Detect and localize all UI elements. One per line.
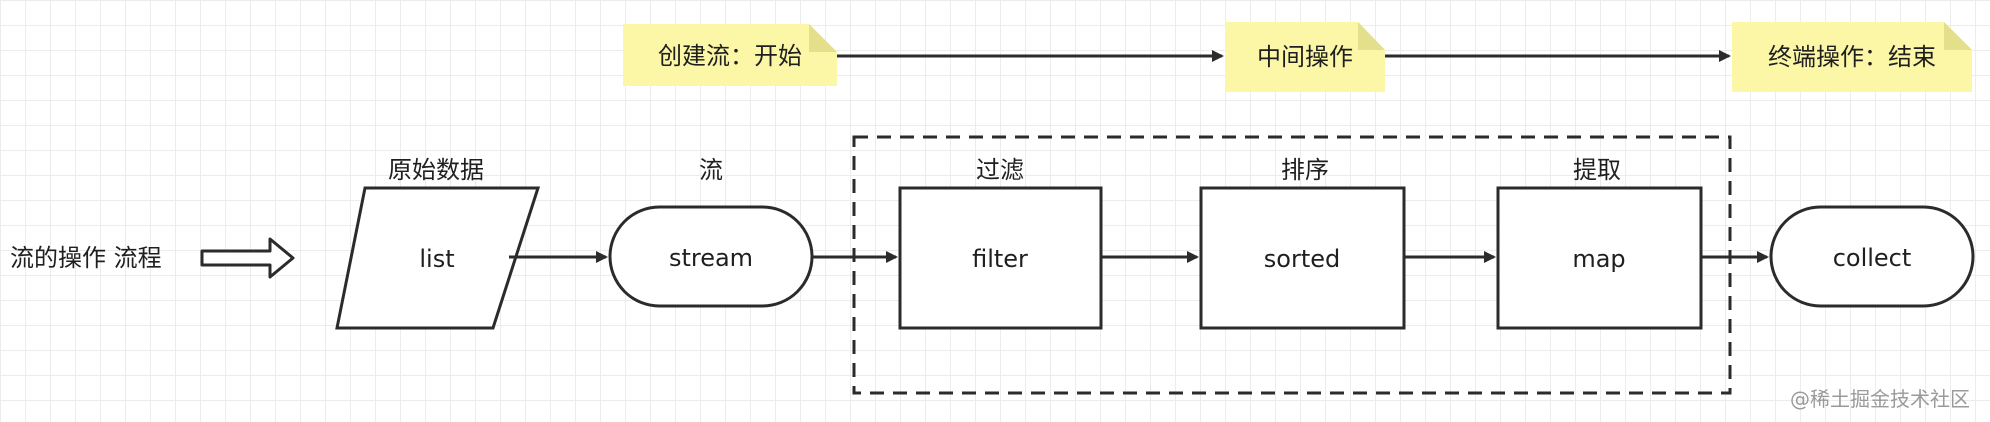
node-sorted: sorted	[1199, 186, 1406, 330]
note-terminal-ops-text: 终端操作：结束	[1768, 43, 1936, 71]
node-list-text: list	[419, 245, 454, 273]
header-sorted: 排序	[1281, 156, 1329, 184]
header-source-data: 原始数据	[388, 156, 484, 184]
node-filter: filter	[898, 186, 1103, 330]
note-create-stream-text: 创建流：开始	[658, 42, 802, 70]
flow-title-label: 流的操作 流程	[10, 244, 162, 272]
node-stream-text: stream	[669, 244, 753, 272]
watermark-text: @稀土掘金技术社区	[1790, 387, 1970, 411]
header-map: 提取	[1573, 156, 1621, 184]
node-collect-text: collect	[1833, 244, 1912, 272]
hollow-arrow-icon	[200, 237, 295, 279]
note-terminal-ops: 终端操作：结束	[1732, 22, 1972, 92]
note-middle-ops-text: 中间操作	[1257, 43, 1353, 71]
node-list: list	[335, 186, 541, 330]
node-sorted-text: sorted	[1264, 245, 1340, 273]
node-collect: collect	[1769, 205, 1975, 308]
header-stream: 流	[699, 156, 723, 184]
node-map: map	[1496, 186, 1703, 330]
header-filter: 过滤	[976, 156, 1024, 184]
node-stream: stream	[608, 205, 814, 308]
node-filter-text: filter	[972, 245, 1028, 273]
note-middle-ops: 中间操作	[1225, 22, 1385, 92]
note-create-stream: 创建流：开始	[623, 24, 837, 86]
intermediate-ops-group	[852, 135, 1732, 395]
node-map-text: map	[1572, 245, 1625, 273]
